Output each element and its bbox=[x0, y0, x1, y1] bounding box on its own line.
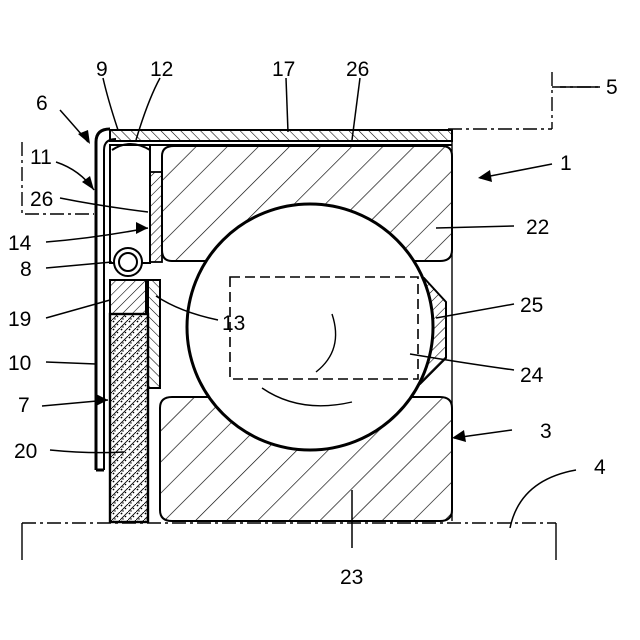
label-10: 10 bbox=[8, 352, 31, 375]
label-8: 8 bbox=[20, 258, 32, 281]
cover-plate bbox=[110, 130, 452, 145]
magnet-ring bbox=[114, 248, 142, 276]
label-3: 3 bbox=[540, 420, 552, 443]
label-23: 23 bbox=[340, 566, 363, 589]
label-25: 25 bbox=[520, 294, 543, 317]
housing-outline bbox=[448, 72, 600, 129]
label-12: 12 bbox=[150, 58, 173, 81]
label-17: 17 bbox=[272, 58, 295, 81]
label-19: 19 bbox=[8, 308, 31, 331]
label-22: 22 bbox=[526, 216, 549, 239]
sensor-holder bbox=[148, 280, 160, 388]
label-14: 14 bbox=[8, 232, 32, 255]
sensor-body bbox=[110, 280, 146, 314]
label-1: 1 bbox=[560, 152, 572, 175]
label-6: 6 bbox=[36, 92, 48, 115]
label-20: 20 bbox=[14, 440, 37, 463]
label-24: 24 bbox=[520, 364, 544, 387]
label-9: 9 bbox=[96, 58, 108, 81]
label-5: 5 bbox=[606, 76, 618, 99]
shaft-outline bbox=[22, 523, 556, 560]
label-26-left: 26 bbox=[30, 188, 53, 211]
resin-body bbox=[110, 314, 148, 522]
label-4: 4 bbox=[594, 456, 606, 479]
label-13: 13 bbox=[222, 312, 245, 335]
label-11: 11 bbox=[30, 146, 52, 169]
label-26-top: 26 bbox=[346, 58, 369, 81]
label-7: 7 bbox=[18, 394, 30, 417]
